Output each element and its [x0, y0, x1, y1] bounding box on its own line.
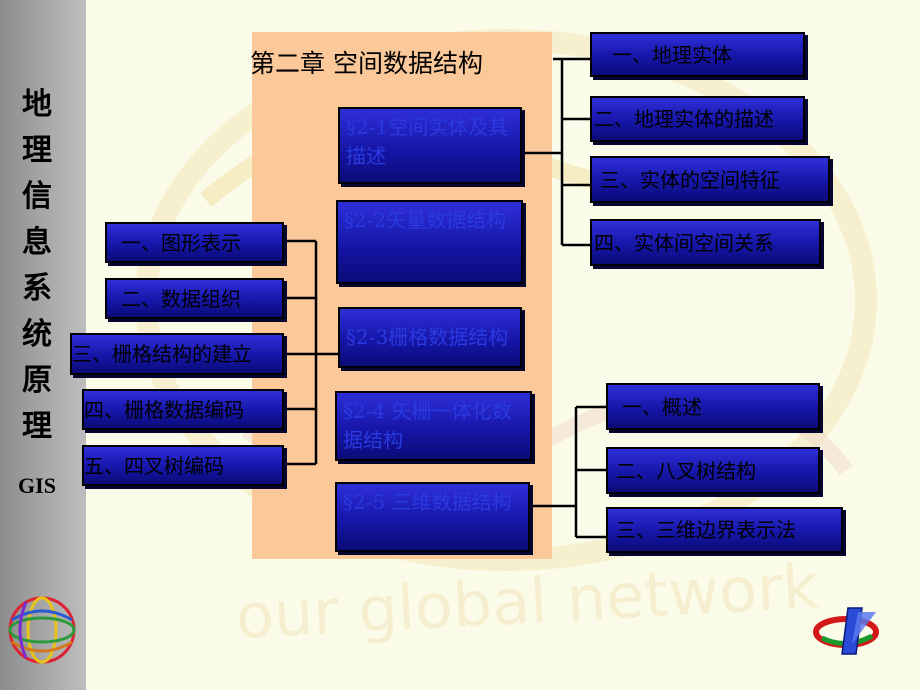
section-label: §2-3栅格数据结构	[346, 325, 509, 349]
sidebar-title-char: 息	[22, 225, 52, 260]
sidebar-title-char: 统	[22, 317, 52, 352]
topic-label: 三、三维边界表示法	[616, 518, 796, 542]
section-label: §2-2矢量数据结构	[344, 208, 507, 232]
topic-label: 四、实体间空间关系	[594, 230, 774, 255]
quadtree-encoding-box[interactable]: 五、四叉树编码	[82, 445, 284, 486]
raster-data-encoding-box[interactable]: 四、栅格数据编码	[82, 389, 284, 430]
section-2-5-box[interactable]: §2-5 三维数据结构	[335, 482, 530, 552]
globe-logo-icon	[8, 596, 76, 664]
topic-spatial-relations-box[interactable]: 四、实体间空间关系	[590, 219, 821, 266]
topic-label: 五、四叉树编码	[84, 453, 224, 478]
sidebar-title-char: 理	[22, 409, 52, 444]
sidebar-title-char: 地	[22, 87, 52, 122]
section-2-3-box[interactable]: §2-3栅格数据结构	[338, 307, 522, 368]
raster-structure-building-box[interactable]: 三、栅格结构的建立	[70, 333, 284, 375]
section-2-4-box[interactable]: §2-4 矢栅一体化数据结构	[335, 391, 532, 461]
sidebar-subtitle: GIS	[18, 473, 56, 498]
raster-data-organization-box[interactable]: 二、数据组织	[105, 278, 284, 319]
topic-label: 二、八叉树结构	[616, 458, 756, 483]
topic-label: 一、概述	[622, 394, 702, 419]
sidebar-title-char: 信	[22, 179, 52, 214]
topic-label: 一、图形表示	[121, 230, 241, 255]
sidebar-title-char: 原	[22, 363, 52, 398]
section-label: §2-5 三维数据结构	[343, 490, 512, 514]
section-2-1-box[interactable]: §2-1空间实体及其描述	[338, 107, 522, 184]
octree-structure-box[interactable]: 二、八叉树结构	[606, 447, 820, 494]
topic-label: 一、地理实体	[612, 42, 732, 67]
topic-label: 二、地理实体的描述	[594, 107, 774, 131]
topic-geographic-entity-box[interactable]: 一、地理实体	[590, 32, 805, 77]
institution-logo-icon	[813, 607, 879, 655]
raster-graphic-representation-box[interactable]: 一、图形表示	[105, 222, 284, 263]
3d-boundary-representation-box[interactable]: 三、三维边界表示法	[606, 507, 843, 553]
topic-spatial-features-box[interactable]: 三、实体的空间特征	[590, 156, 830, 203]
topic-label: 四、栅格数据编码	[84, 397, 244, 422]
sidebar-title-char: 理	[22, 133, 52, 168]
overview-box[interactable]: 一、概述	[606, 383, 820, 430]
section-label: §2-1空间实体及其描述	[346, 115, 509, 168]
sidebar-title-char: 系	[22, 271, 52, 306]
section-label: §2-4 矢栅一体化数据结构	[343, 399, 512, 452]
topic-label: 三、栅格结构的建立	[72, 342, 252, 366]
topic-entity-description-box[interactable]: 二、地理实体的描述	[590, 96, 805, 142]
topic-label: 二、数据组织	[121, 286, 241, 311]
chapter-title: 第二章 空间数据结构	[250, 49, 483, 78]
topic-label: 三、实体的空间特征	[600, 167, 780, 192]
section-2-2-box[interactable]: §2-2矢量数据结构	[336, 200, 523, 284]
